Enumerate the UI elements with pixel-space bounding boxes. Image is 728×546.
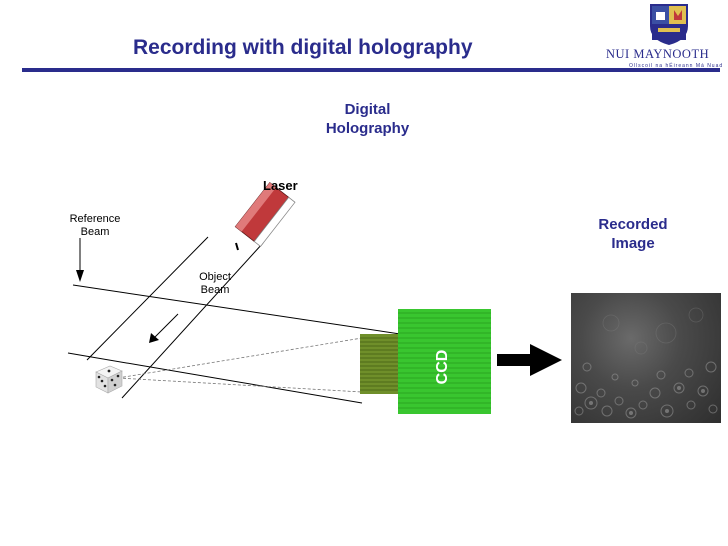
recorded-image-line1: Recorded: [578, 215, 688, 234]
die-icon: [96, 366, 122, 393]
object-beam-line-right: [122, 243, 263, 398]
digital-holography-line1: Digital: [300, 100, 435, 119]
reference-beam-line1: Reference: [60, 213, 130, 226]
recorded-image-label: Recorded Image: [578, 215, 688, 253]
object-wave-dash-upper: [118, 338, 362, 378]
digital-holography-label: Digital Holography: [300, 100, 435, 138]
reference-beam-label: Reference Beam: [60, 213, 130, 239]
object-beam-line-left: [87, 237, 208, 360]
reference-beam-line2: Beam: [60, 226, 130, 239]
object-beam-line2: Beam: [190, 284, 240, 297]
recorded-hologram-image: [571, 293, 721, 423]
recorded-image-line2: Image: [578, 234, 688, 253]
object-arrow-shaft: [153, 314, 178, 339]
object-wave-dash-lower: [118, 378, 362, 392]
reference-arrow-head: [76, 270, 84, 282]
digital-holography-line2: Holography: [300, 119, 435, 138]
laser-label: Laser: [263, 178, 298, 193]
ccd-label: CCD: [434, 342, 452, 392]
object-beam-label: Object Beam: [190, 271, 240, 297]
ccd-sensor-face: [360, 334, 398, 394]
laser-emission-mark: [236, 243, 238, 250]
object-beam-line1: Object: [190, 271, 240, 284]
output-arrow-icon: [497, 344, 562, 376]
hologram-speckle: [571, 293, 721, 423]
